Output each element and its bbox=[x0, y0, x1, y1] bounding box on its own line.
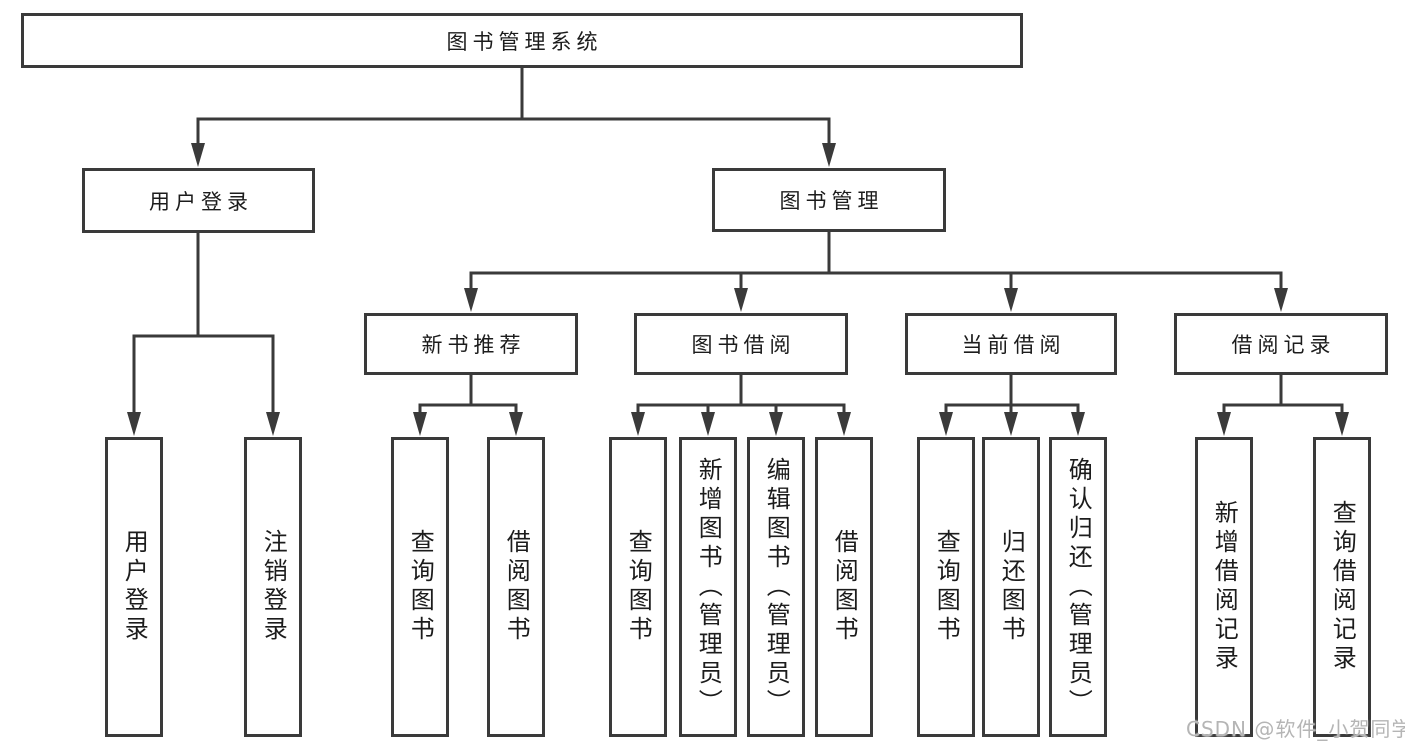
root-node-label: 图书管理系统 bbox=[446, 29, 603, 54]
leaf-add-book-admin: 新增图书（管理员） bbox=[679, 437, 737, 737]
csdn-watermark: CSDN @软件_小贺同学 bbox=[1186, 717, 1405, 741]
leaf-user-login: 用户登录 bbox=[105, 437, 163, 737]
node-current-borrow-label: 当前借阅 bbox=[961, 333, 1066, 357]
leaf-return-book-label: 归还图书 bbox=[997, 529, 1026, 645]
leaf-add-borrow-record-label: 新增借阅记录 bbox=[1210, 500, 1239, 674]
leaf-borrow-book-label: 借阅图书 bbox=[830, 529, 859, 645]
leaf-confirm-return-admin: 确认归还（管理员） bbox=[1049, 437, 1107, 737]
leaf-confirm-return-admin-label: 确认归还（管理员） bbox=[1064, 456, 1093, 718]
leaf-current-query-books-label: 查询图书 bbox=[932, 529, 961, 645]
leaf-current-query-books: 查询图书 bbox=[917, 437, 975, 737]
leaf-logout: 注销登录 bbox=[244, 437, 302, 737]
leaf-query-borrow-record-label: 查询借阅记录 bbox=[1328, 500, 1357, 674]
node-new-book-recommend: 新书推荐 bbox=[364, 313, 578, 375]
leaf-add-borrow-record: 新增借阅记录 bbox=[1195, 437, 1253, 737]
leaf-borrow-query-books: 查询图书 bbox=[609, 437, 667, 737]
node-current-borrow: 当前借阅 bbox=[905, 313, 1117, 375]
leaf-borrow-query-books-label: 查询图书 bbox=[624, 529, 653, 645]
leaf-add-book-admin-label: 新增图书（管理员） bbox=[694, 456, 723, 718]
leaf-edit-book-admin: 编辑图书（管理员） bbox=[747, 437, 805, 737]
node-borrow-records-label: 借阅记录 bbox=[1231, 333, 1336, 357]
leaf-return-book: 归还图书 bbox=[982, 437, 1040, 737]
node-book-borrow-label: 图书借阅 bbox=[691, 333, 796, 357]
node-user-login: 用户登录 bbox=[82, 168, 315, 233]
node-book-management: 图书管理 bbox=[712, 168, 946, 232]
leaf-newbook-borrow-book: 借阅图书 bbox=[487, 437, 545, 737]
leaf-query-borrow-record: 查询借阅记录 bbox=[1313, 437, 1371, 737]
leaf-newbook-borrow-book-label: 借阅图书 bbox=[502, 529, 531, 645]
leaf-edit-book-admin-label: 编辑图书（管理员） bbox=[762, 456, 791, 718]
node-new-book-recommend-label: 新书推荐 bbox=[421, 333, 526, 357]
node-book-management-label: 图书管理 bbox=[779, 189, 884, 213]
leaf-newbook-query-books: 查询图书 bbox=[391, 437, 449, 737]
leaf-newbook-query-books-label: 查询图书 bbox=[406, 529, 435, 645]
leaf-logout-label: 注销登录 bbox=[259, 529, 288, 645]
leaf-user-login-label: 用户登录 bbox=[120, 529, 149, 645]
leaf-borrow-book: 借阅图书 bbox=[815, 437, 873, 737]
node-book-borrow: 图书借阅 bbox=[634, 313, 848, 375]
node-borrow-records: 借阅记录 bbox=[1174, 313, 1388, 375]
root-node-library-system: 图书管理系统 bbox=[21, 13, 1023, 68]
node-user-login-label: 用户登录 bbox=[149, 189, 253, 214]
